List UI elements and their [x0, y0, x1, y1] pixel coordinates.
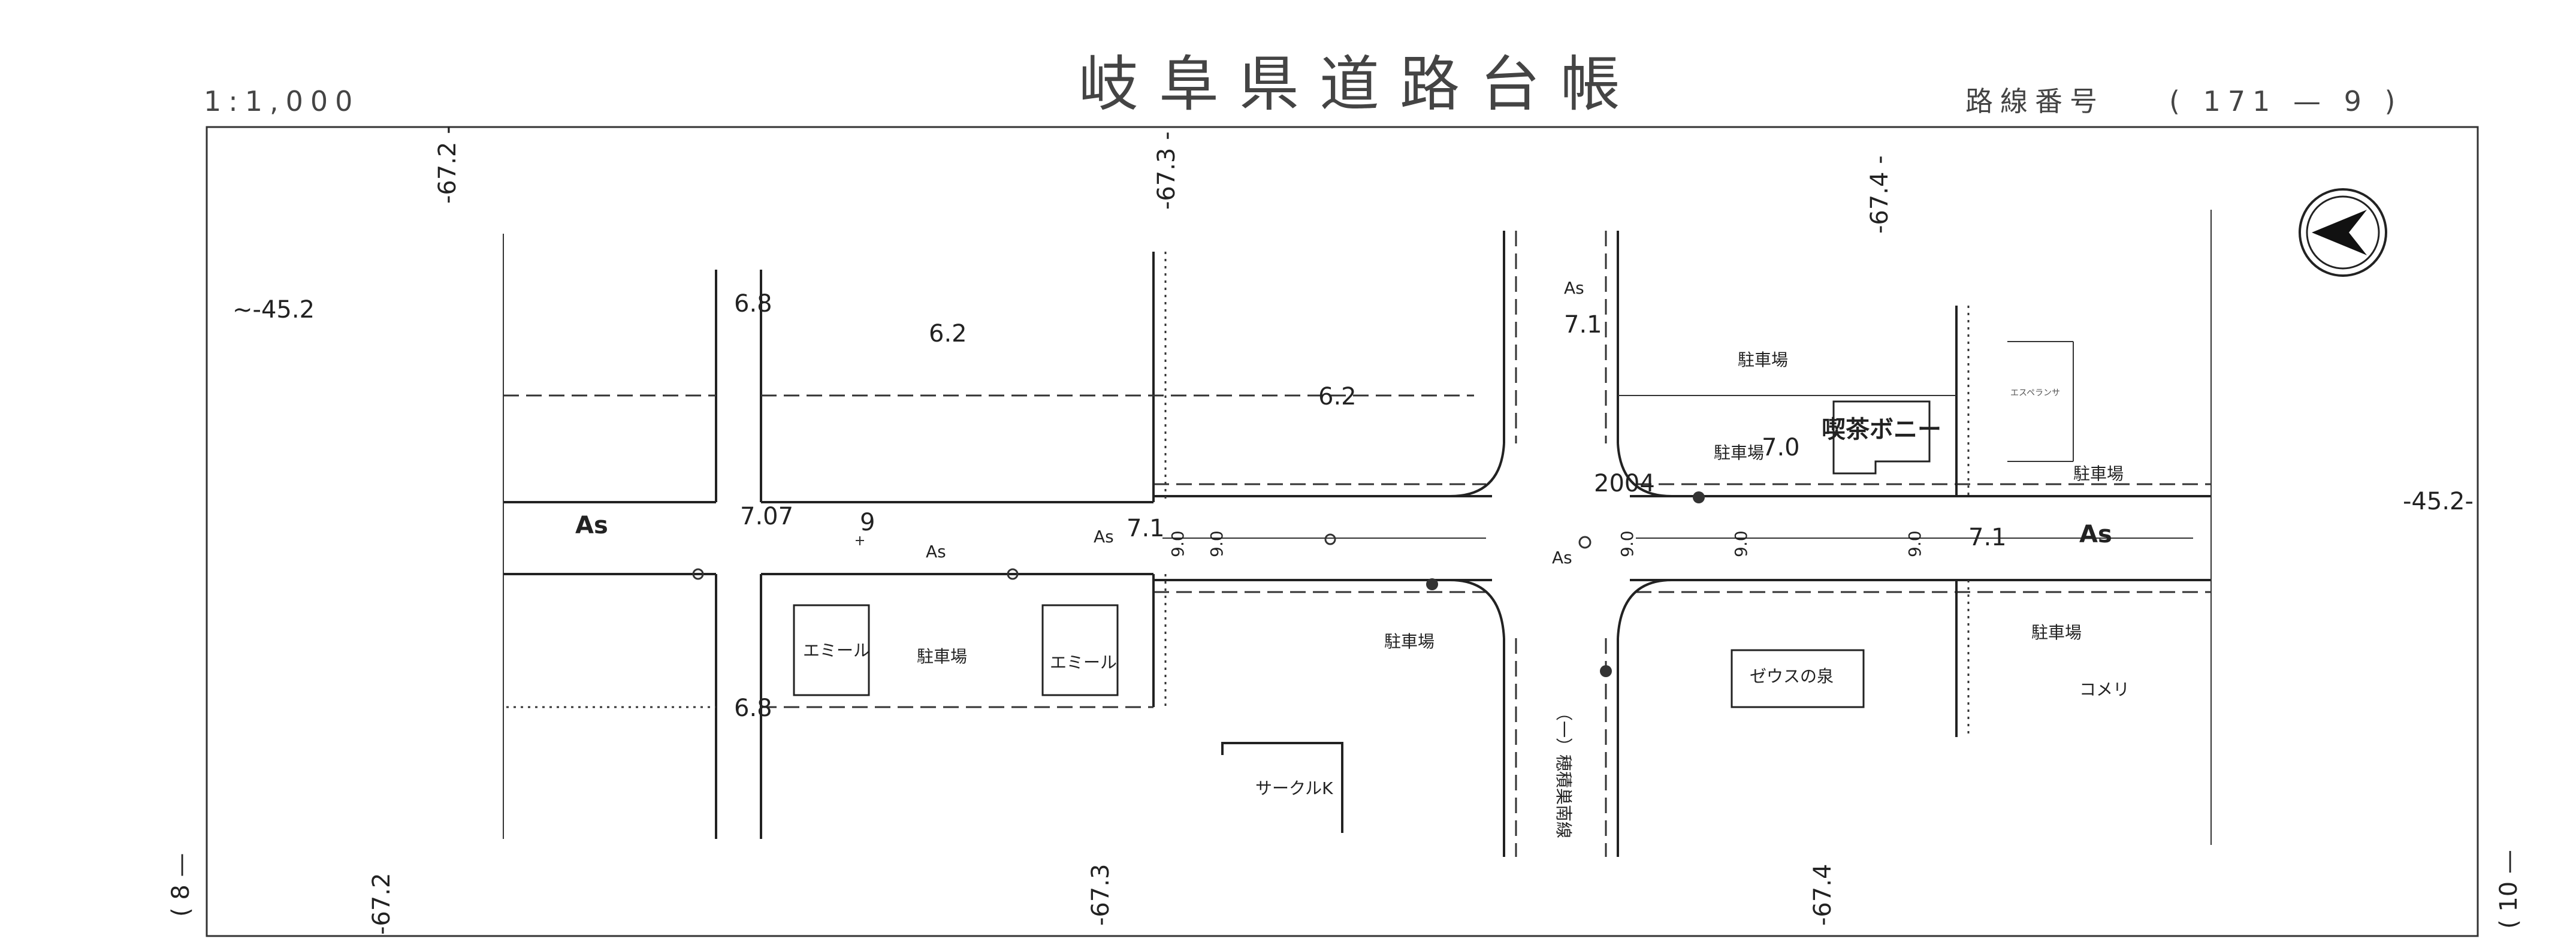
width-90-b: 9.0: [1207, 530, 1227, 557]
parking-label-4: 駐車場: [917, 647, 967, 666]
width-62-left: 6.2: [929, 320, 967, 348]
komeri-label: コメリ: [2079, 680, 2130, 699]
surface-as-3: As: [1094, 527, 1114, 547]
parking-label-2: 駐車場: [1714, 443, 1764, 463]
route-label: 路線番号: [1965, 85, 2104, 117]
station-bottom-672: -67.2: [368, 873, 395, 935]
building-circle-k: [1221, 742, 1343, 833]
station-bottom-673: -67.3: [1087, 864, 1115, 926]
sheet-prev: ( 8 —: [167, 853, 195, 917]
surface-as-5: As: [1564, 278, 1584, 298]
parking-label-6: 駐車場: [2031, 623, 2082, 642]
station-top-673: -67.3 -: [1153, 131, 1180, 210]
width-71-right: 7.1: [1968, 524, 2007, 551]
route-number: ( 171 — 9 ): [2169, 85, 2402, 117]
width-68-top: 6.8: [734, 290, 772, 318]
scale-label: 1:1,000: [204, 85, 360, 117]
width-70: 7.0: [1762, 434, 1800, 461]
building-label-cafe: 喫茶ボニー: [1822, 416, 1941, 443]
north-arrow-icon: [2299, 188, 2387, 277]
main-road: [503, 483, 2211, 593]
width-90-c: 9.0: [1617, 530, 1637, 557]
width-90-a: 9.0: [1168, 530, 1188, 557]
parking-label-3: 駐車場: [2073, 464, 2124, 484]
width-707: 7.07: [740, 503, 793, 530]
offset-left: ~-45.2: [232, 296, 315, 324]
width-68-bottom: 6.8: [734, 695, 772, 722]
surface-as-2: As: [926, 542, 946, 561]
parking-label-1: 駐車場: [1738, 350, 1788, 370]
esperanza-label: エスペランサ: [2010, 388, 2060, 398]
cross-route-label: （一）穂積巣南線: [1554, 704, 1574, 838]
width-71-top: 7.1: [1564, 311, 1602, 339]
width-71-left: 7.1: [1127, 515, 1165, 542]
station-top-672: -67.2 -: [434, 125, 461, 204]
station-top-674: -67.4 -: [1866, 155, 1894, 234]
cross-road: [1449, 231, 1672, 857]
station-bottom-674: -67.4: [1809, 864, 1837, 926]
building-label-emil-left: エミール: [803, 641, 870, 660]
surface-as-1: As: [575, 512, 608, 539]
width-90-e: 9.0: [1905, 530, 1925, 557]
building-cafe: [1832, 400, 1931, 475]
parking-label-5: 駐車場: [1384, 632, 1435, 651]
surface-as-6: As: [2079, 521, 2112, 548]
building-emil-left: [793, 604, 870, 696]
sheet-next: ( 10 —: [2495, 850, 2523, 929]
width-90-d: 9.0: [1731, 530, 1751, 557]
offset-right: -45.2-: [2403, 488, 2474, 515]
survey-marks: [692, 491, 1705, 677]
width-62-right: 6.2: [1318, 383, 1357, 410]
building-emil-right: [1041, 604, 1119, 696]
year-2004: 2004: [1594, 470, 1655, 497]
building-label-zeus: ゼウスの泉: [1750, 666, 1834, 686]
map-title: 岐阜県道路台帳: [1079, 49, 1641, 119]
building-zeus: [1731, 649, 1865, 708]
map-frame: [206, 126, 2479, 937]
parcel-lines: [503, 210, 2212, 845]
surface-as-4: As: [1552, 548, 1572, 567]
building-label-emil-right: エミール: [1050, 653, 1117, 672]
point-9: 9: [860, 509, 875, 536]
building-label-circle-k: サークルK: [1255, 778, 1333, 798]
